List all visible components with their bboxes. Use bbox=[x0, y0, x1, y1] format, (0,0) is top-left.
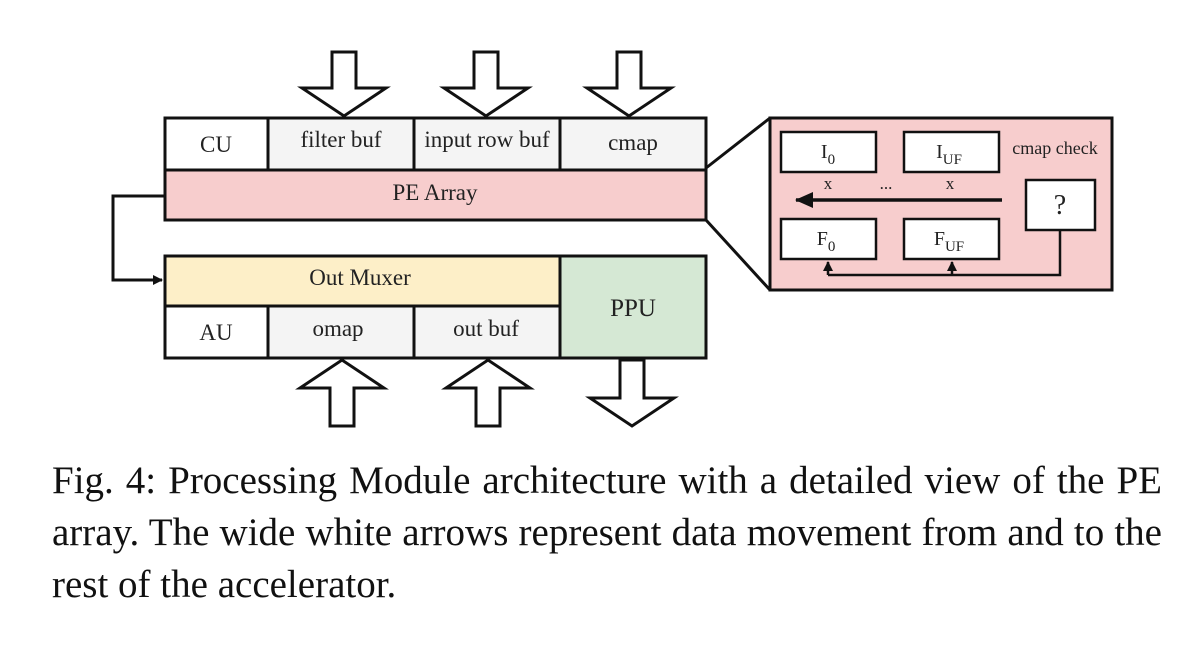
figure-caption: Fig. 4: Processing Module architecture w… bbox=[52, 455, 1162, 611]
ppu-block bbox=[558, 254, 708, 360]
out-buf-label: out buf bbox=[453, 316, 519, 341]
f0-base: F bbox=[817, 228, 828, 250]
input-row-buf-label: input row buf bbox=[424, 127, 550, 152]
pe-to-muxer-arrow bbox=[111, 194, 165, 285]
fuf-box bbox=[902, 217, 1001, 261]
omap-block bbox=[266, 304, 416, 360]
mult-sign-1: x bbox=[824, 174, 833, 193]
omap-label: omap bbox=[312, 316, 363, 341]
i0-subscript: 0 bbox=[828, 152, 836, 168]
fuf-base: F bbox=[934, 228, 945, 250]
fuf-subscript: UF bbox=[945, 239, 964, 255]
cu-label: CU bbox=[200, 132, 232, 157]
input-arrow-filter bbox=[297, 50, 391, 118]
output-arrow-out-buf bbox=[441, 358, 535, 428]
out-buf-block bbox=[412, 304, 562, 360]
control-path bbox=[828, 230, 1062, 277]
filter-buf-label: filter buf bbox=[300, 127, 381, 152]
iuf-base: I bbox=[936, 141, 943, 163]
caption-label: Fig. 4: bbox=[52, 459, 157, 502]
input-arrow-input-row bbox=[439, 50, 533, 118]
zoom-line-top bbox=[705, 116, 771, 170]
i0-base: I bbox=[821, 141, 828, 163]
iuf-subscript: UF bbox=[943, 152, 962, 168]
ellipsis: ... bbox=[880, 174, 893, 193]
cmap-block bbox=[558, 116, 708, 172]
output-arrow-ppu bbox=[585, 358, 679, 428]
svg-text:IUF: IUF bbox=[936, 141, 962, 168]
pe-array-block bbox=[163, 168, 708, 222]
cmap-check-label: cmap check bbox=[1012, 138, 1097, 158]
svg-text:F0: F0 bbox=[817, 228, 836, 255]
ppu-label: PPU bbox=[610, 295, 656, 322]
f0-subscript: 0 bbox=[828, 239, 836, 255]
architecture-diagram: CU filter buf input row buf cmap PE Arra… bbox=[111, 50, 1114, 428]
i0-box bbox=[779, 130, 878, 174]
out-muxer-label: Out Muxer bbox=[309, 265, 411, 290]
f0-box bbox=[779, 217, 878, 261]
caption-text: Processing Module architecture with a de… bbox=[52, 459, 1162, 606]
iuf-box bbox=[902, 130, 1001, 174]
question-mark: ? bbox=[1054, 190, 1066, 221]
svg-text:FUF: FUF bbox=[934, 228, 964, 255]
au-label: AU bbox=[199, 320, 233, 345]
zoom-line-bottom bbox=[704, 218, 772, 292]
input-arrow-cmap bbox=[582, 50, 676, 118]
mult-sign-2: x bbox=[946, 174, 955, 193]
svg-text:I0: I0 bbox=[821, 141, 835, 168]
out-muxer-block bbox=[163, 254, 562, 308]
output-arrow-omap bbox=[295, 358, 389, 428]
pe-array-label: PE Array bbox=[393, 180, 478, 205]
au-block bbox=[163, 304, 270, 360]
cmap-label: cmap bbox=[608, 130, 658, 155]
